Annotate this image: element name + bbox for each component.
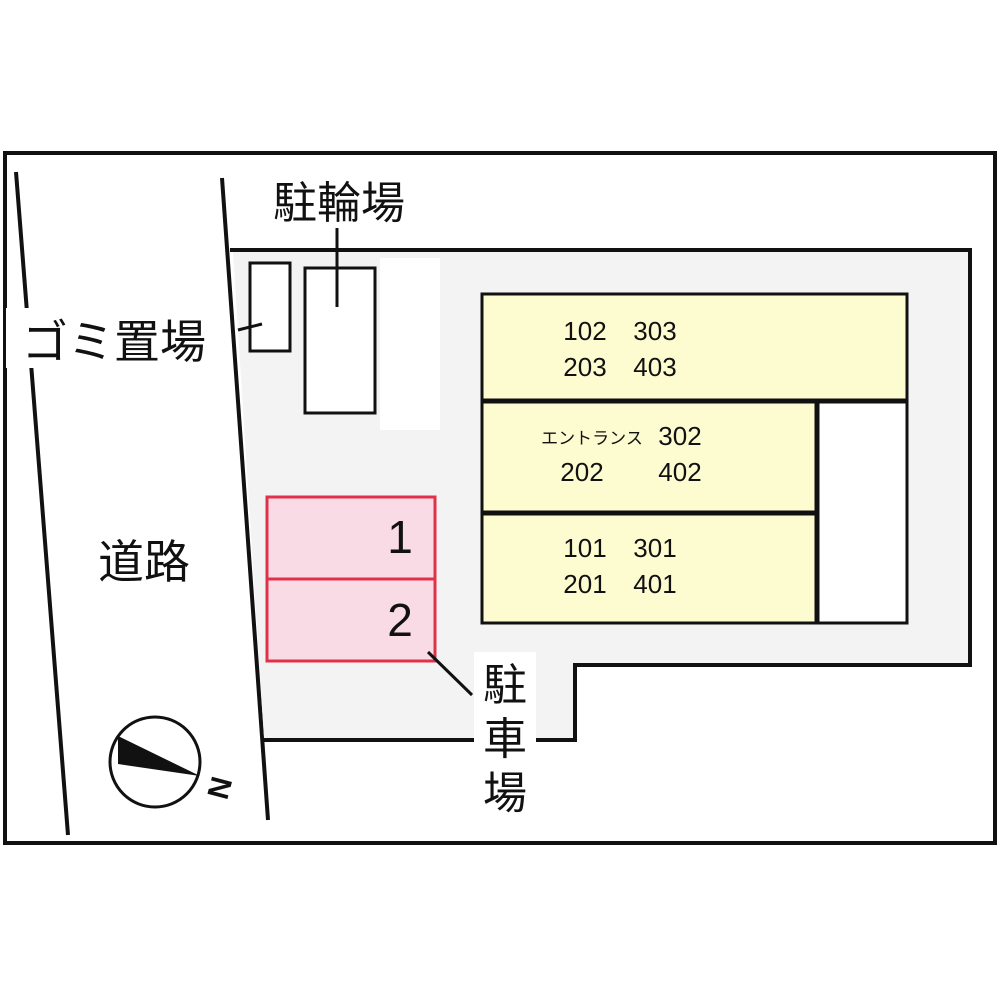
building-row-bottom: [480, 512, 818, 625]
road-label: 道路: [98, 535, 190, 589]
open-area: [380, 258, 440, 430]
parking-label-char-3: 場: [483, 768, 527, 819]
bicycle-label-bg: [256, 176, 422, 226]
parking-label-char-2: 車: [483, 714, 527, 765]
bicycle-parking-label: 駐輪場: [273, 178, 405, 229]
road-edge-left: [14, 171, 70, 836]
unit-number: 201: [563, 569, 606, 599]
unit-number: 403: [633, 352, 676, 382]
garbage-area-label: ゴミ置場: [22, 315, 206, 369]
compass: N: [108, 715, 239, 809]
entrance-label: エントランス: [541, 429, 643, 449]
garbage-area-leader: [237, 322, 263, 332]
unit-number: 303: [633, 316, 676, 346]
unit-number: 402: [658, 457, 701, 487]
parking-space-1: [265, 495, 437, 581]
unit-number: 203: [563, 352, 606, 382]
building-row-middle: [480, 400, 818, 514]
north-arrow-icon: [118, 736, 200, 776]
garbage-label-bg: [6, 308, 224, 368]
unit-number: 202: [560, 457, 603, 487]
parking-space-number: 1: [387, 511, 413, 563]
unit-number: 301: [633, 533, 676, 563]
unit-number: 102: [563, 316, 606, 346]
building-row-top: [480, 292, 909, 402]
parking-label-bg: [474, 652, 536, 818]
parking-leader: [426, 650, 474, 697]
unit-number: 401: [633, 569, 676, 599]
bicycle-parking-box: [303, 266, 377, 415]
garbage-area-box: [248, 261, 292, 353]
building-side-block: [816, 400, 909, 625]
unit-number: 302: [658, 421, 701, 451]
parking-space-2: [265, 577, 437, 663]
parking-space-number: 2: [387, 594, 413, 646]
road-edge-right: [220, 177, 270, 821]
parking-label-char-1: 駐: [483, 660, 527, 711]
unit-number: 101: [563, 533, 606, 563]
